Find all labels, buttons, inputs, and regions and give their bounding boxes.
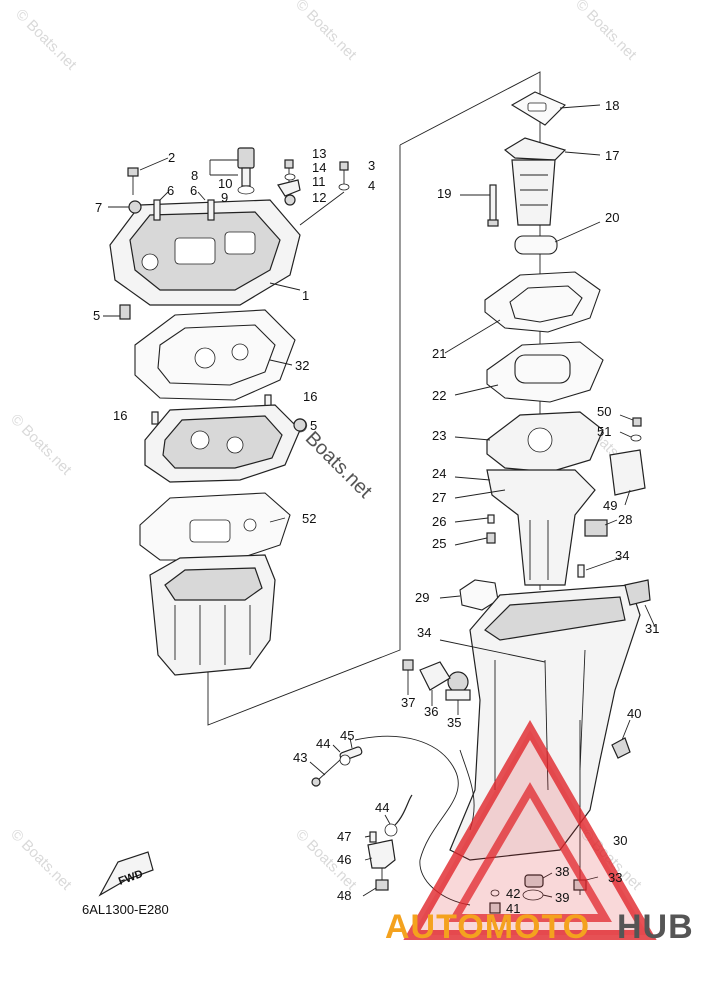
- callout-label: 6: [167, 183, 174, 198]
- gasket-part-18: [510, 91, 601, 126]
- callout-label: 5: [310, 418, 317, 433]
- callout-label: 6: [190, 183, 197, 198]
- callout-label: 38: [555, 864, 569, 879]
- callout-label: 39: [555, 890, 569, 905]
- callout-label: 23: [432, 428, 446, 443]
- callout-label: 35: [447, 715, 461, 730]
- callout-label: 28: [618, 512, 632, 527]
- callout-label: 17: [605, 148, 619, 163]
- callout-label: 31: [645, 621, 659, 636]
- part-40: [611, 719, 631, 759]
- automotohub-logo: AUTOMOTO HUB: [385, 908, 694, 946]
- callout-label: 29: [415, 590, 429, 605]
- exhaust-guide-plate: [144, 394, 307, 483]
- callout-label: 52: [302, 511, 316, 526]
- callout-label: 5: [93, 308, 100, 323]
- diagram-code: 6AL1300-E280: [82, 902, 169, 917]
- brand-text-gray: HUB: [617, 908, 694, 946]
- callout-label: 8: [191, 168, 198, 183]
- brand-text-orange: AUTOMOTO: [385, 908, 590, 946]
- callout-label: 1: [302, 288, 309, 303]
- watermark-text: © Boats.net: [7, 826, 75, 894]
- callout-label: 47: [337, 829, 351, 844]
- callout-label: 40: [627, 706, 641, 721]
- callout-label: 36: [424, 704, 438, 719]
- callout-label: 49: [603, 498, 617, 513]
- callout-label: 51: [597, 424, 611, 439]
- parts-44-46-47-48: [362, 794, 413, 897]
- parts-38-39-41-42: [489, 872, 553, 914]
- callout-label: 18: [605, 98, 619, 113]
- oil-pan-lower: [149, 554, 276, 676]
- callout-label: 16: [113, 408, 127, 423]
- exhaust-manifold-lower: [454, 469, 618, 586]
- callout-label: 21: [432, 346, 446, 361]
- callout-label: 45: [340, 728, 354, 743]
- callout-label: 16: [303, 389, 317, 404]
- callout-label: 33: [608, 870, 622, 885]
- upper-casing-part-1: [109, 199, 301, 306]
- callout-label: 30: [613, 833, 627, 848]
- gasket-part-22: [454, 341, 604, 403]
- callout-label: 12: [312, 190, 326, 205]
- callout-label: 9: [221, 190, 228, 205]
- callout-label: 10: [218, 176, 232, 191]
- callout-label: 2: [168, 150, 175, 165]
- muffler-part-17: [460, 137, 601, 227]
- callout-label: 42: [506, 886, 520, 901]
- watermark-text: © Boats.net: [292, 0, 360, 64]
- callout-label: 41: [506, 901, 520, 916]
- exhaust-guide-part-23: [454, 411, 604, 473]
- warning-triangle-logo: [403, 719, 657, 940]
- callout-label: 34: [615, 548, 629, 563]
- callout-label: 25: [432, 536, 446, 551]
- callout-label: 26: [432, 514, 446, 529]
- watermark-text: © Boats.net: [572, 0, 640, 64]
- parts-35-36-37: [402, 659, 471, 715]
- callout-label: 4: [368, 178, 375, 193]
- bolts-group-top-left: [103, 147, 350, 320]
- callout-label: 44: [316, 736, 330, 751]
- callout-label: 3: [368, 158, 375, 173]
- callout-label: 46: [337, 852, 351, 867]
- callout-label: 50: [597, 404, 611, 419]
- callout-label: 14: [312, 160, 326, 175]
- gasket-part-21: [444, 271, 601, 354]
- gasket-part-32: [134, 309, 296, 401]
- fwd-arrow-icon: FWD: [98, 851, 154, 897]
- callout-label: 34: [417, 625, 431, 640]
- callouts: 1 2 3 4 5 5 6 6 7 8 9 10 11 12 13 14 16 …: [93, 98, 659, 916]
- callout-label: 37: [401, 695, 415, 710]
- callout-label: 24: [432, 466, 446, 481]
- seal-part-29: [439, 579, 499, 611]
- watermark-text: © Boats.net: [12, 6, 80, 74]
- callout-label: 44: [375, 800, 389, 815]
- callout-label: 22: [432, 388, 446, 403]
- bracket-part-49: [609, 414, 646, 506]
- callout-label: 27: [432, 490, 446, 505]
- seal-part-20: [514, 221, 601, 255]
- callout-label: 19: [437, 186, 451, 201]
- gasket-part-52: [139, 492, 291, 561]
- callout-label: 48: [337, 888, 351, 903]
- callout-label: 11: [312, 174, 326, 189]
- callout-label: 32: [295, 358, 309, 373]
- callout-label: 7: [95, 200, 102, 215]
- watermark-text: © Boats.net: [7, 411, 75, 479]
- callout-label: 13: [312, 146, 326, 161]
- callout-label: 20: [605, 210, 619, 225]
- callout-label: 43: [293, 750, 307, 765]
